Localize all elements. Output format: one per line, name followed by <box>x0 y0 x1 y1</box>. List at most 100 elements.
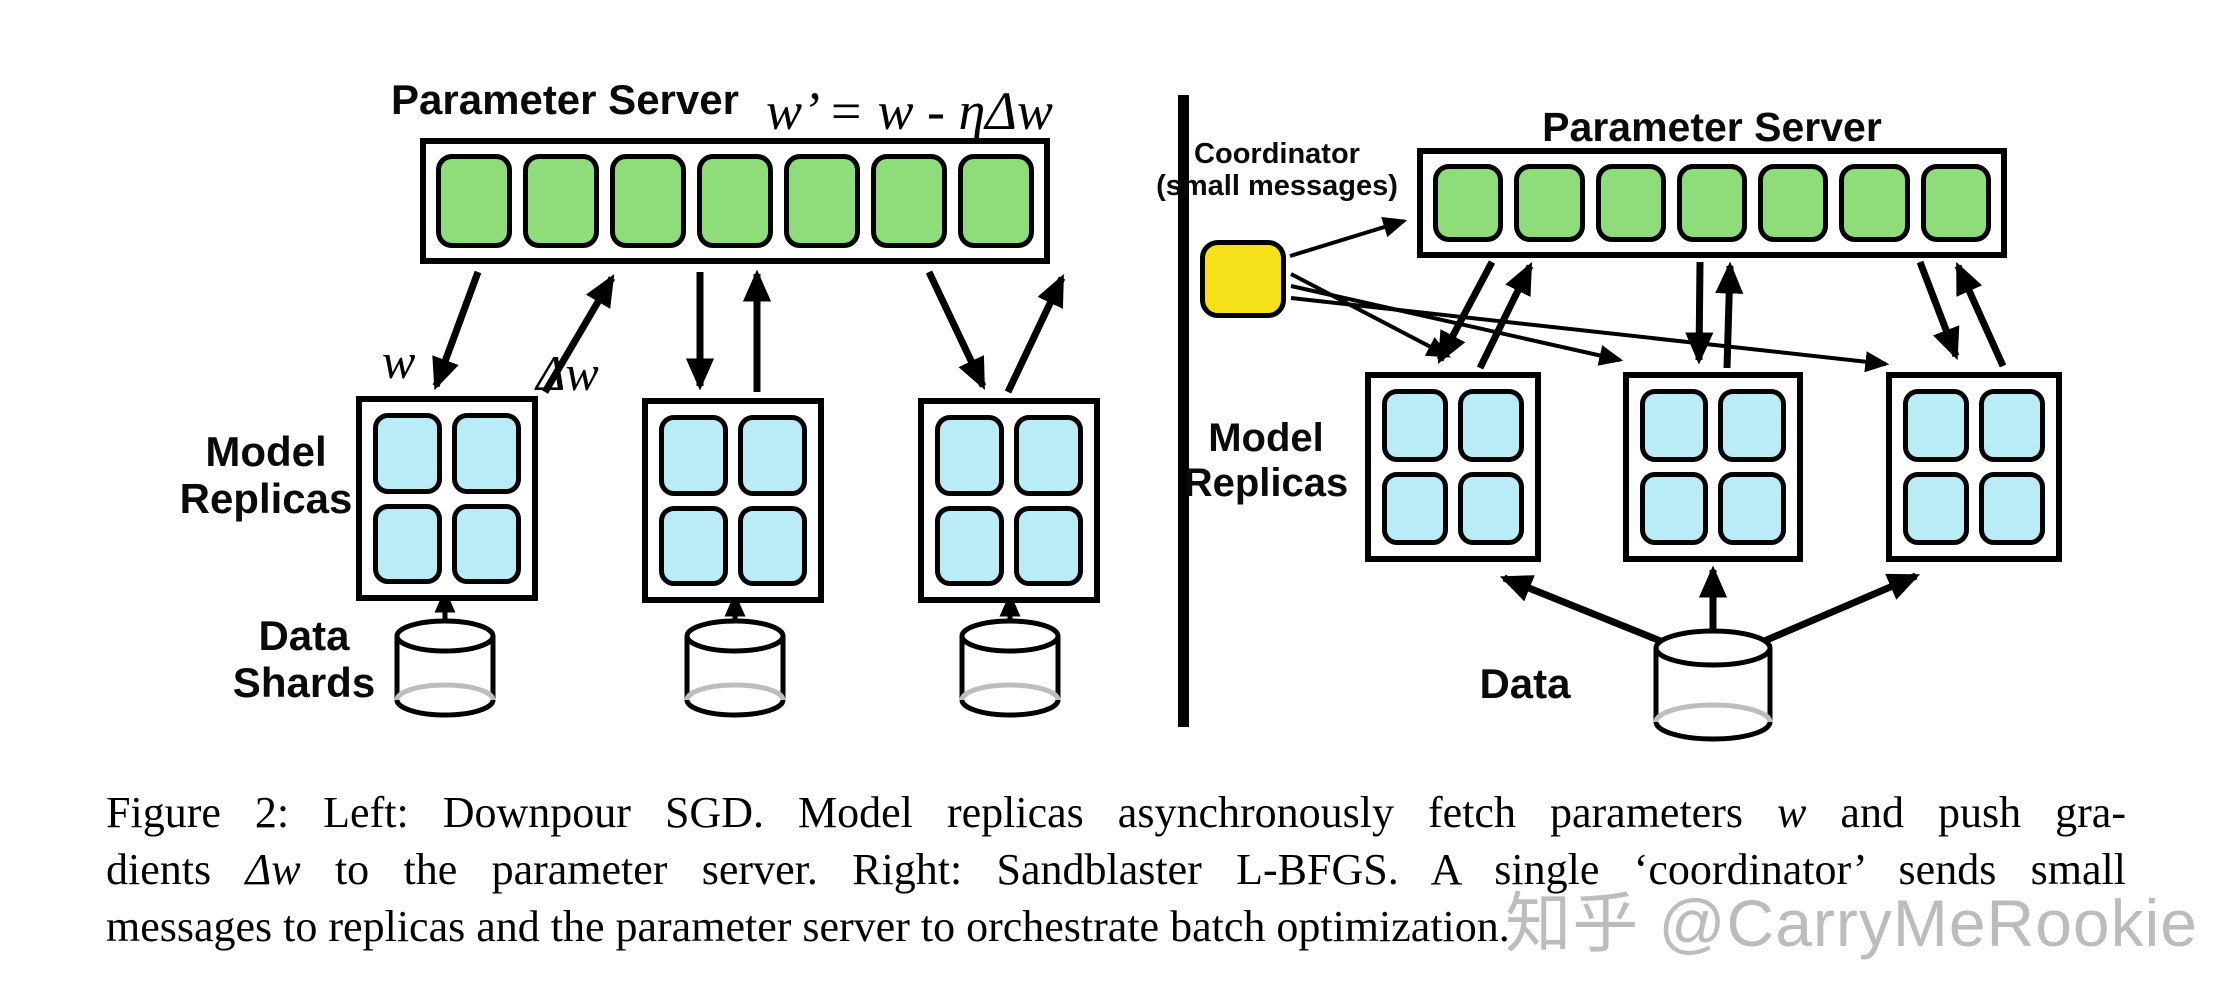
cylinder-body <box>1653 648 1773 742</box>
replica-machine-cell <box>452 413 521 494</box>
replica-machine-cell <box>1979 472 2045 545</box>
parameter-shard-cell <box>958 154 1034 248</box>
fetch-w-arrow-3 <box>925 270 987 391</box>
figure-caption: Figure 2: Left: Downpour SGD. Model repl… <box>106 784 2126 955</box>
data-shard-cylinder-2 <box>684 618 786 718</box>
coordinator-to-replica3-arrow <box>1290 296 1890 373</box>
data-shards-label-line2: Shards <box>232 659 376 707</box>
cylinder-body <box>684 636 786 718</box>
cylinder-back-arc <box>1653 702 1773 723</box>
replica-machine-cell <box>373 503 442 584</box>
right-data-arrows <box>1499 565 1921 652</box>
panel-divider <box>1178 95 1189 727</box>
data-label: Data <box>1479 660 1571 707</box>
replica-machine-cell <box>935 505 1004 586</box>
data-shards-label: Data Shards <box>233 612 375 706</box>
cylinder-body <box>394 636 496 718</box>
cylinder-top <box>959 618 1061 654</box>
model-replica-box-left-3 <box>918 398 1100 603</box>
replica-machine-cell <box>1640 472 1708 545</box>
coordinator-to-replica2-arrow <box>1290 284 1624 366</box>
replica-machine-cell <box>1382 472 1448 545</box>
ps-up-arrow-1 <box>1476 261 1534 370</box>
cylinder-top <box>394 618 496 654</box>
caption-line2-end: to the parameter server. Right: Sandblas… <box>300 845 2126 894</box>
parameter-shard-cell <box>1676 164 1748 242</box>
caption-line-2: dients Δw to the parameter server. Right… <box>106 841 2126 898</box>
weight-update-formula: w’ = w - ηΔw <box>766 81 1053 141</box>
model-replica-box-left-1 <box>356 396 538 601</box>
data-to-replica3-arrow <box>1746 572 1921 652</box>
replica-machine-cell <box>738 505 807 586</box>
parameter-server-label-right: Parameter Server <box>1542 104 1882 150</box>
caption-line2-start: dients <box>106 845 246 894</box>
parameter-server-label-left: Parameter Server <box>391 76 739 123</box>
parameter-shard-cell <box>697 154 773 248</box>
model-replicas-label-right: Model Replicas <box>1184 416 1349 506</box>
parameter-server-box-left <box>420 138 1050 264</box>
weights-arrow-label: w <box>382 333 416 389</box>
parameter-shard-cell <box>784 154 860 248</box>
cylinder-top <box>1653 628 1773 668</box>
data-to-replica1-arrow <box>1499 574 1680 652</box>
replica-machine-cell <box>1014 415 1083 496</box>
parameter-shard-cell <box>871 154 947 248</box>
replica-machine-cell <box>1979 389 2045 462</box>
parameter-shard-cell <box>1920 164 1991 242</box>
parameter-shard-cell <box>1758 164 1829 242</box>
ps-down-arrow-3 <box>1916 260 1960 361</box>
replica-machine-cell <box>373 413 442 494</box>
cylinder-body <box>959 636 1061 718</box>
cylinder-back-arc <box>959 682 1061 701</box>
parameter-server-box-right <box>1417 148 2007 258</box>
coordinator-to-ps-arrow <box>1289 216 1408 258</box>
replica-machine-cell <box>659 415 728 496</box>
coordinator-box <box>1200 240 1286 318</box>
model-replica-box-right-1 <box>1365 372 1541 562</box>
coordinator-label-line2: (small messages) <box>1156 170 1398 203</box>
cylinder-top <box>684 618 786 654</box>
right-ps-replica-arrows <box>1436 260 2007 370</box>
model-replica-box-right-3 <box>1886 372 2062 562</box>
replica-machine-cell <box>1903 472 1969 545</box>
parameter-shard-cell <box>1839 164 1910 242</box>
data-cylinder <box>1653 628 1773 742</box>
data-shards-label-line1: Data <box>258 612 350 659</box>
replica-machine-cell <box>1718 472 1786 545</box>
replica-machine-cell <box>1382 389 1448 462</box>
cylinder-back-arc <box>684 682 786 701</box>
replica-machine-cell <box>1458 472 1524 545</box>
replica-machine-cell <box>1718 389 1786 462</box>
ps-up-arrow-2 <box>1715 261 1744 369</box>
replica-machine-cell <box>935 415 1004 496</box>
parameter-shard-cell <box>610 154 686 248</box>
model-replicas-label-left: Model Replicas <box>180 428 353 522</box>
caption-line1-start: Figure 2: Left: Downpour SGD. Model repl… <box>106 788 1778 837</box>
parameter-shard-cell <box>1514 164 1585 242</box>
model-replicas-label-left-line1: Model <box>205 428 327 475</box>
coordinator-to-replica1-arrow <box>1290 272 1451 358</box>
replica-machine-cell <box>1014 505 1083 586</box>
ps-up-arrow-3 <box>1954 261 2007 368</box>
replica-machine-cell <box>1903 389 1969 462</box>
replica-machine-cell <box>738 415 807 496</box>
replica-machine-cell <box>452 503 521 584</box>
data-shard-cylinder-3 <box>959 618 1061 718</box>
model-replica-box-left-2 <box>642 398 824 603</box>
cylinder-back-arc <box>394 682 496 701</box>
ps-down-arrow-2 <box>1685 261 1714 365</box>
coordinator-label-line1: Coordinator <box>1194 138 1360 170</box>
ps-down-arrow-1 <box>1436 260 1496 364</box>
parameter-shard-cell <box>1433 164 1504 242</box>
caption-line-1: Figure 2: Left: Downpour SGD. Model repl… <box>106 784 2126 841</box>
watermark-text: 知乎 @CarryMeRookie <box>1505 886 2198 960</box>
model-replicas-label-left-line2: Replicas <box>179 475 353 523</box>
parameter-shard-cell <box>1595 164 1666 242</box>
coordinator-label: Coordinator (small messages) <box>1156 138 1398 203</box>
caption-line-3: messages to replicas and the parameter s… <box>106 902 1510 951</box>
left-ps-replica-arrows <box>432 269 1066 394</box>
fetch-w-arrow-1 <box>432 270 482 391</box>
model-replicas-label-right-line2: Replicas <box>1183 460 1349 505</box>
gradient-arrow-label: Δw <box>536 345 599 401</box>
